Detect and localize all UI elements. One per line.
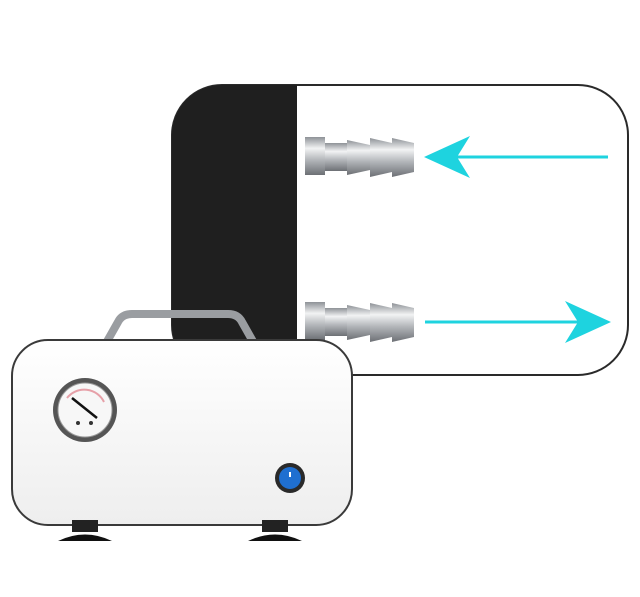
inlet-fitting: [305, 137, 414, 177]
pressure-gauge: [53, 378, 117, 442]
pump-handle: [101, 310, 259, 347]
dark-panel-side: [172, 85, 297, 375]
gauge-needle: [71, 397, 98, 419]
pump-feet: [58, 520, 302, 541]
power-button[interactable]: [275, 463, 305, 493]
outlet-arrow-icon: [425, 301, 611, 343]
inlet-arrow-icon: [424, 136, 608, 178]
outlet-fitting: [305, 302, 414, 342]
